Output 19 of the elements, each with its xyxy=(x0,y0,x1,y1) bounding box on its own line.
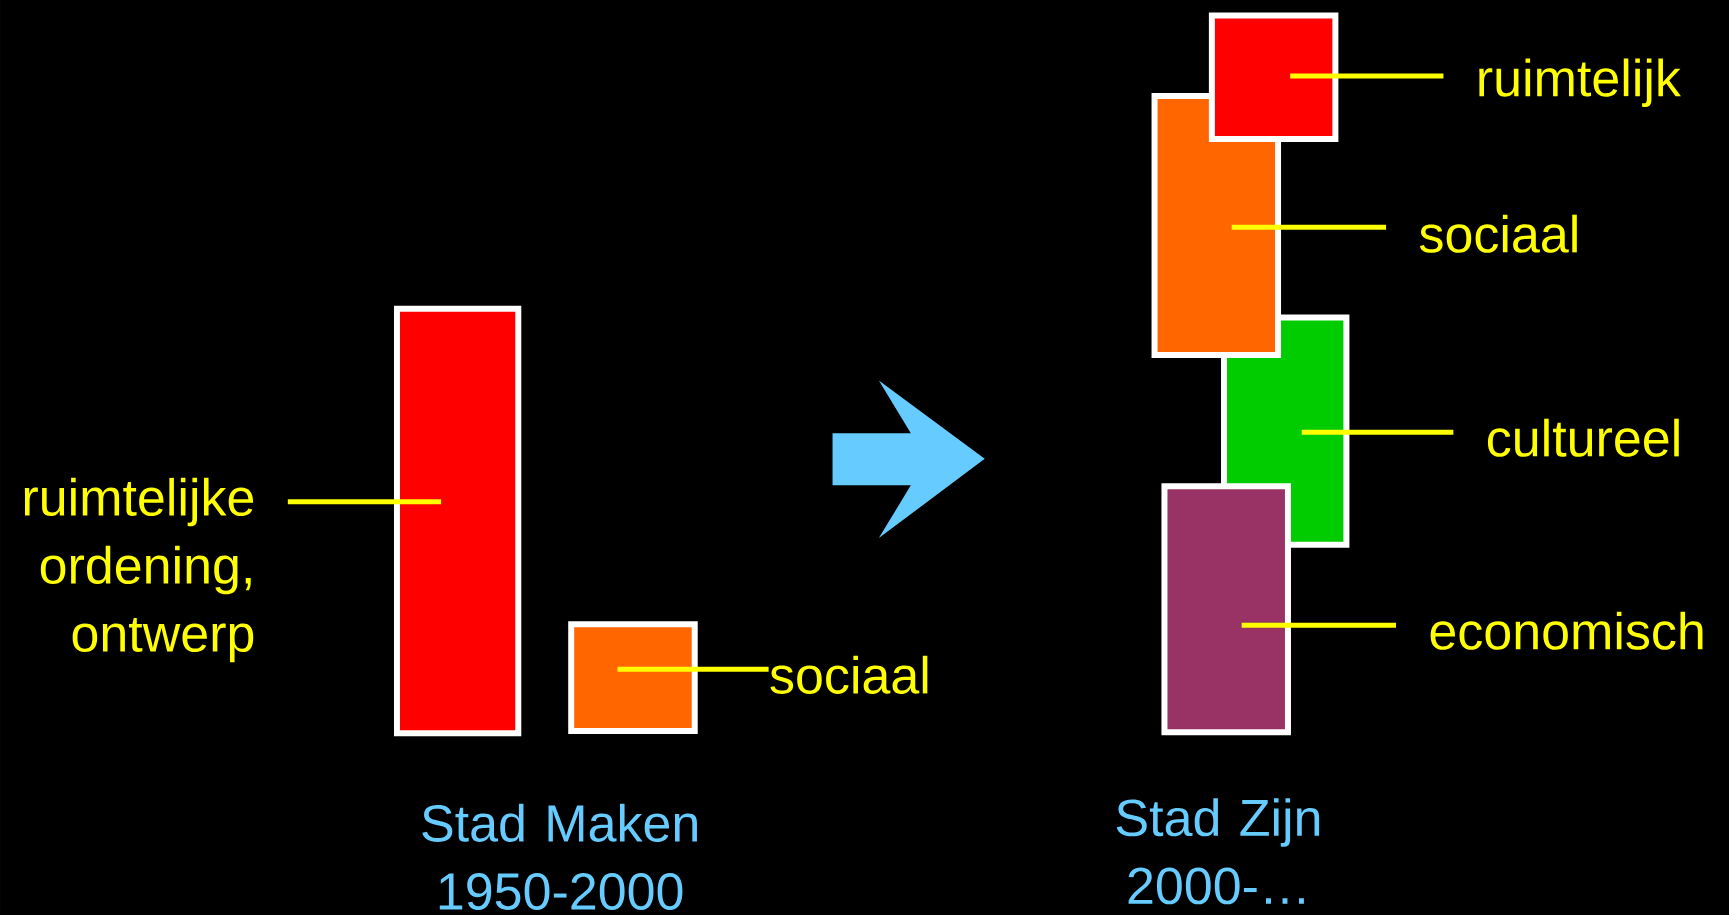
leader-line xyxy=(287,499,442,505)
label-text: sociaal xyxy=(770,655,928,694)
label-text: ruimtelijke ordening, ontwerp xyxy=(24,477,254,663)
leader-line xyxy=(1231,224,1387,230)
leader-line xyxy=(1301,429,1454,435)
block xyxy=(1161,483,1291,736)
label-text: economisch xyxy=(1430,611,1703,650)
block xyxy=(568,621,698,735)
block xyxy=(1151,92,1282,359)
block xyxy=(1208,12,1339,142)
caption-text: Stad Maken 1950-2000 xyxy=(422,803,697,910)
leader-line xyxy=(617,666,769,672)
leader-line xyxy=(1241,622,1396,628)
label-text: ruimtelijk xyxy=(1479,58,1681,107)
leader-line xyxy=(1290,73,1444,79)
block xyxy=(394,305,522,737)
label-text: sociaal xyxy=(1419,214,1577,253)
label-text: cultureel xyxy=(1487,418,1679,457)
caption-text: Stad Zijn 2000-… xyxy=(1116,798,1320,905)
